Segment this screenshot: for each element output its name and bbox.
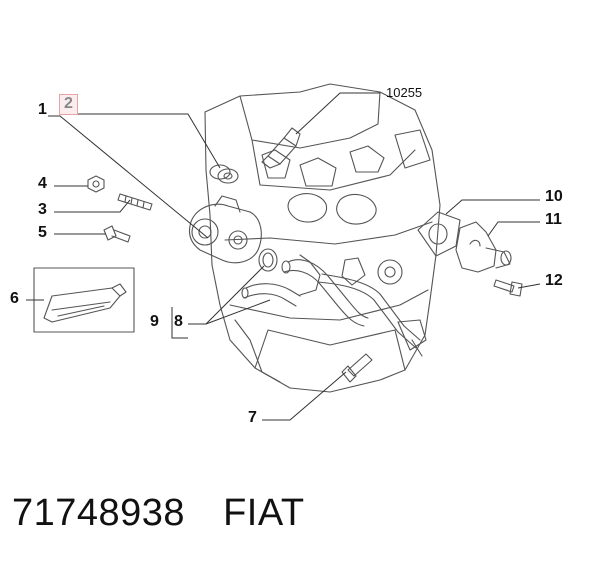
water-pump-drawing: [188, 195, 262, 264]
sealant-box-drawing: [33, 267, 135, 333]
callout-4: 4: [38, 175, 47, 192]
callout-2: 2: [64, 95, 73, 112]
bolt-12-drawing: [493, 279, 523, 297]
leader-line-7: [262, 371, 347, 421]
callout-12: 12: [545, 272, 563, 289]
bolt-5-drawing: [103, 225, 131, 243]
leader-line-1: [48, 115, 209, 239]
nut-drawing: [87, 175, 105, 193]
part-caption: 71748938 FIAT: [12, 492, 305, 535]
brand-name: FIAT: [223, 492, 305, 534]
temperature-sensor-drawing: [261, 127, 301, 169]
leader-lines: [26, 92, 541, 421]
coolant-hose-drawing: [241, 259, 369, 327]
highlighted-part-2-box[interactable]: 2: [59, 94, 78, 115]
leader-line-10255: [295, 92, 380, 135]
callout-3: 3: [38, 201, 47, 218]
leader-line-9b: [205, 299, 271, 325]
engine-block-drawing: [204, 83, 441, 393]
metal-pipe-drawing: [317, 273, 427, 357]
leader-line-2: [78, 113, 221, 169]
stud-drawing: [117, 193, 153, 211]
exploded-parts-diagram: [26, 83, 541, 421]
leader-line-10: [445, 199, 540, 215]
callout-7: 7: [248, 409, 257, 426]
callout-5: 5: [38, 224, 47, 241]
callout-8: 8: [174, 313, 183, 330]
leader-line-3: [54, 199, 131, 213]
thermostat-housing-drawing: [455, 221, 512, 273]
bolt-7-drawing: [341, 353, 373, 383]
leader-line-11: [487, 221, 540, 237]
part-number: 71748938: [12, 492, 186, 534]
leader-line-12: [517, 283, 541, 289]
callout-6: 6: [10, 290, 19, 307]
gasket-drawing: [417, 211, 461, 257]
callout-10: 10: [545, 188, 563, 205]
callout-1: 1: [38, 101, 47, 118]
bush-drawing: [209, 164, 239, 184]
callout-10255: 10255: [386, 85, 423, 100]
o-ring-drawing: [258, 248, 278, 272]
callout-9: 9: [150, 313, 159, 330]
leader-line-9: [171, 307, 188, 339]
callout-11: 11: [545, 211, 562, 228]
